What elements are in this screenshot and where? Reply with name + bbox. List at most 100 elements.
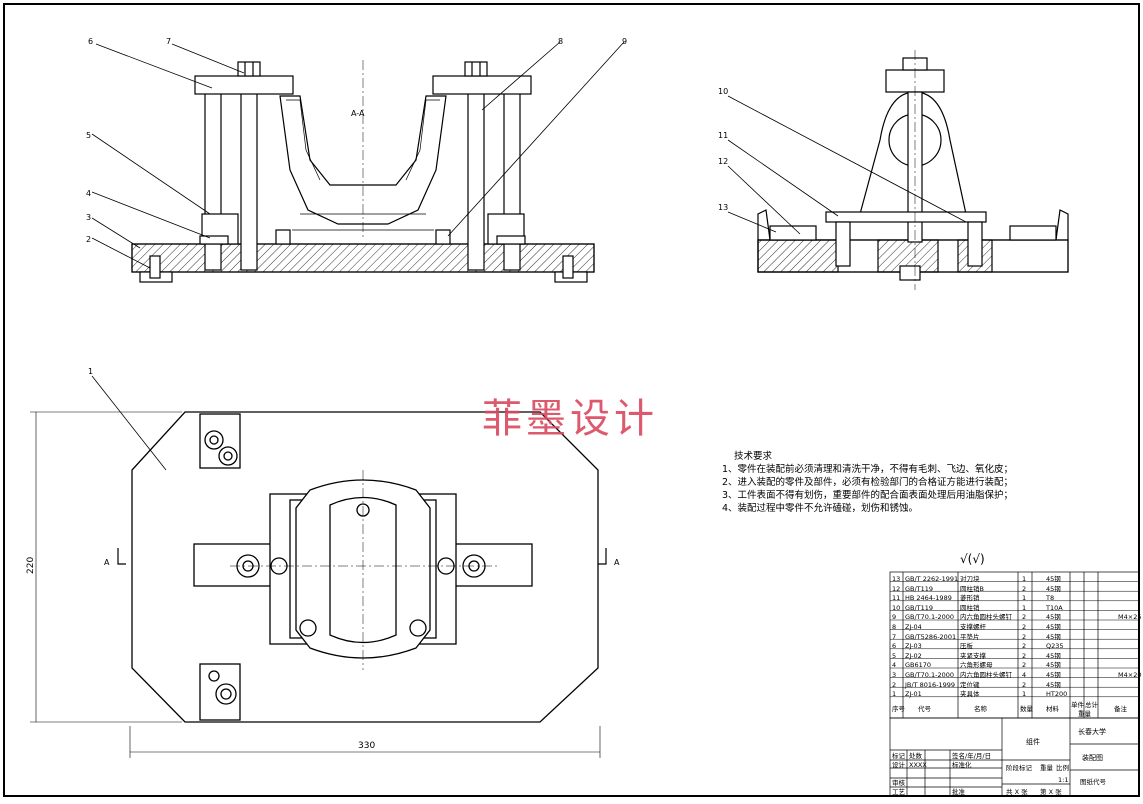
bom-cell-name: 内六角圆柱头螺钉 [960,613,1012,622]
bom-cell-qty: 1 [1022,594,1027,603]
bom-cell-qty: 2 [1022,642,1027,651]
bom-cell-name: 菱形销 [960,594,980,603]
side-view [757,50,1069,290]
tech-item-4: 4、装配过程中零件不允许磕碰，划伤和锈蚀。 [722,503,919,514]
callout-11: 11 [718,131,728,140]
bom-cell-no: 5 [892,651,897,660]
bom-cell-no: 6 [892,642,897,651]
bom-cell-material: 45钢 [1046,671,1061,679]
bom-cell-qty: 2 [1022,584,1027,593]
tb-stage-mark: 阶段标记 [1006,764,1032,772]
bom-cell-qty: 2 [1022,651,1027,660]
bom-cell-qty: 1 [1022,690,1027,699]
top-view [131,411,599,723]
callout-3: 3 [86,213,91,222]
tb-check: 审核 [892,779,905,787]
tb-group: 组件 [1026,738,1040,746]
bom-cell-qty: 1 [1022,603,1027,612]
callout-1: 1 [88,367,93,376]
bom-cell-code: GB/T70.1-2000 [905,671,955,679]
bom-header-weight: 重量 [1078,710,1091,718]
bom-cell-name: 六角形螺母 [960,661,993,670]
callout-7: 7 [166,37,171,46]
tech-item-3: 3、工件表面不得有划伤，重要部件的配合面表面处理后用油脂保护； [722,490,1014,501]
tb-scale: 比例 [1056,764,1069,772]
bom-cell-name: 内六角圆柱头螺钉 [960,671,1012,679]
bom-cell-material: 45钢 [1046,613,1061,622]
bom-cell-no: 4 [892,661,897,670]
tb-sheet-no: 第 X 张 [1040,788,1062,796]
dimension-width: 330 [358,741,375,751]
bom-header-no: 序号 [892,705,905,713]
bom-cell-code: ZJ-03 [905,642,922,651]
section-label: A-A [351,109,365,118]
tb-company: 长春大学 [1078,728,1106,736]
bom-cell-name: 定位键 [960,680,980,689]
bom-header-material: 材料 [1046,705,1059,713]
bom-cell-code: GB/T119 [905,603,934,612]
tb-drawing-type: 装配图 [1082,754,1103,762]
bom-cell-name: 夹紧支撑 [960,651,986,660]
callout-5: 5 [86,131,91,140]
bom-cell-material: 45钢 [1046,651,1061,660]
bom-cell-code: JB/T 8016-1999 [905,680,956,689]
leader-lines-left [91,41,625,269]
callout-8: 8 [558,37,563,46]
bom-cell-name: 圆柱销B [960,584,984,593]
bom-cell-material: 45钢 [1046,584,1061,593]
bom-cell-qty: 1 [1022,575,1027,583]
callout-13: 13 [718,203,728,212]
bom-cell-no: 1 [892,690,897,699]
bom-cell-code: ZJ-01 [905,690,922,699]
bom-cell-material: Q235 [1046,642,1064,651]
callout-10: 10 [718,87,728,96]
tb-count: 处数 [909,752,922,760]
tb-standardization: 标准化 [952,761,972,769]
bom-cell-qty: 2 [1022,661,1027,670]
tech-title: 技术要求 [734,451,773,462]
leader-1 [91,375,167,471]
bom-cell-material: 45钢 [1046,575,1061,583]
tb-weight: 重量 [1040,764,1053,772]
bom-cell-material: 45钢 [1046,680,1061,689]
tb-scale-value: 1:1 [1058,776,1069,784]
bom-cell-code: ZJ-04 [905,623,922,631]
section-markers [117,548,607,565]
bom-cell-name: 平垫片 [960,632,980,641]
technical-requirements: 技术要求 1、零件在装配前必须清理和清洗干净，不得有毛刺、飞边、氧化皮； 2、进… [722,450,1013,515]
bom-cell-material: 45钢 [1046,623,1061,631]
tb-sign-date: 签名/年/月/日 [952,752,992,760]
bom-cell-qty: 2 [1022,680,1027,689]
bom-cell-qty: 4 [1022,671,1027,679]
bom-cell-material: T8 [1046,594,1055,603]
bom-header-name: 名称 [974,705,987,713]
callout-9: 9 [622,37,627,46]
dimension-height: 220 [26,557,36,574]
tech-item-2: 2、进入装配的零件及部件，必须有检验部门的合格证方能进行装配； [722,477,1014,488]
tb-rev: 标记 [892,752,905,760]
section-marker-left: A [104,558,110,567]
watermark: 菲墨设计 [482,396,658,442]
bom-cell-material: 45钢 [1046,661,1061,670]
bom-header-single: 单件 [1071,701,1084,709]
bom-cell-no: 13 [892,575,901,583]
bom-cell-code: GB/T70.1-2000 [905,613,955,622]
bom-grid [889,571,1140,797]
bom-cell-no: 11 [892,594,901,603]
callout-4: 4 [86,189,91,198]
bom-cell-material: HT200 [1046,690,1068,699]
bom-cell-note: M4×20 [1118,671,1142,679]
bom-cell-code: GB/T 2262-1991 [905,575,959,583]
sheet-border [3,3,1140,797]
callout-6: 6 [88,37,93,46]
tb-approve: 批准 [952,788,965,796]
bom-header-qty: 数量 [1020,705,1033,713]
bom-cell-no: 3 [892,671,897,679]
bom-cell-material: 45钢 [1046,632,1061,641]
bom-cell-note: M4×25 [1118,613,1142,622]
bom-cell-code: GB/T119 [905,584,934,593]
roughness-symbol: √(√) [960,552,985,566]
base-plate [131,243,595,273]
callout-12: 12 [718,157,728,166]
